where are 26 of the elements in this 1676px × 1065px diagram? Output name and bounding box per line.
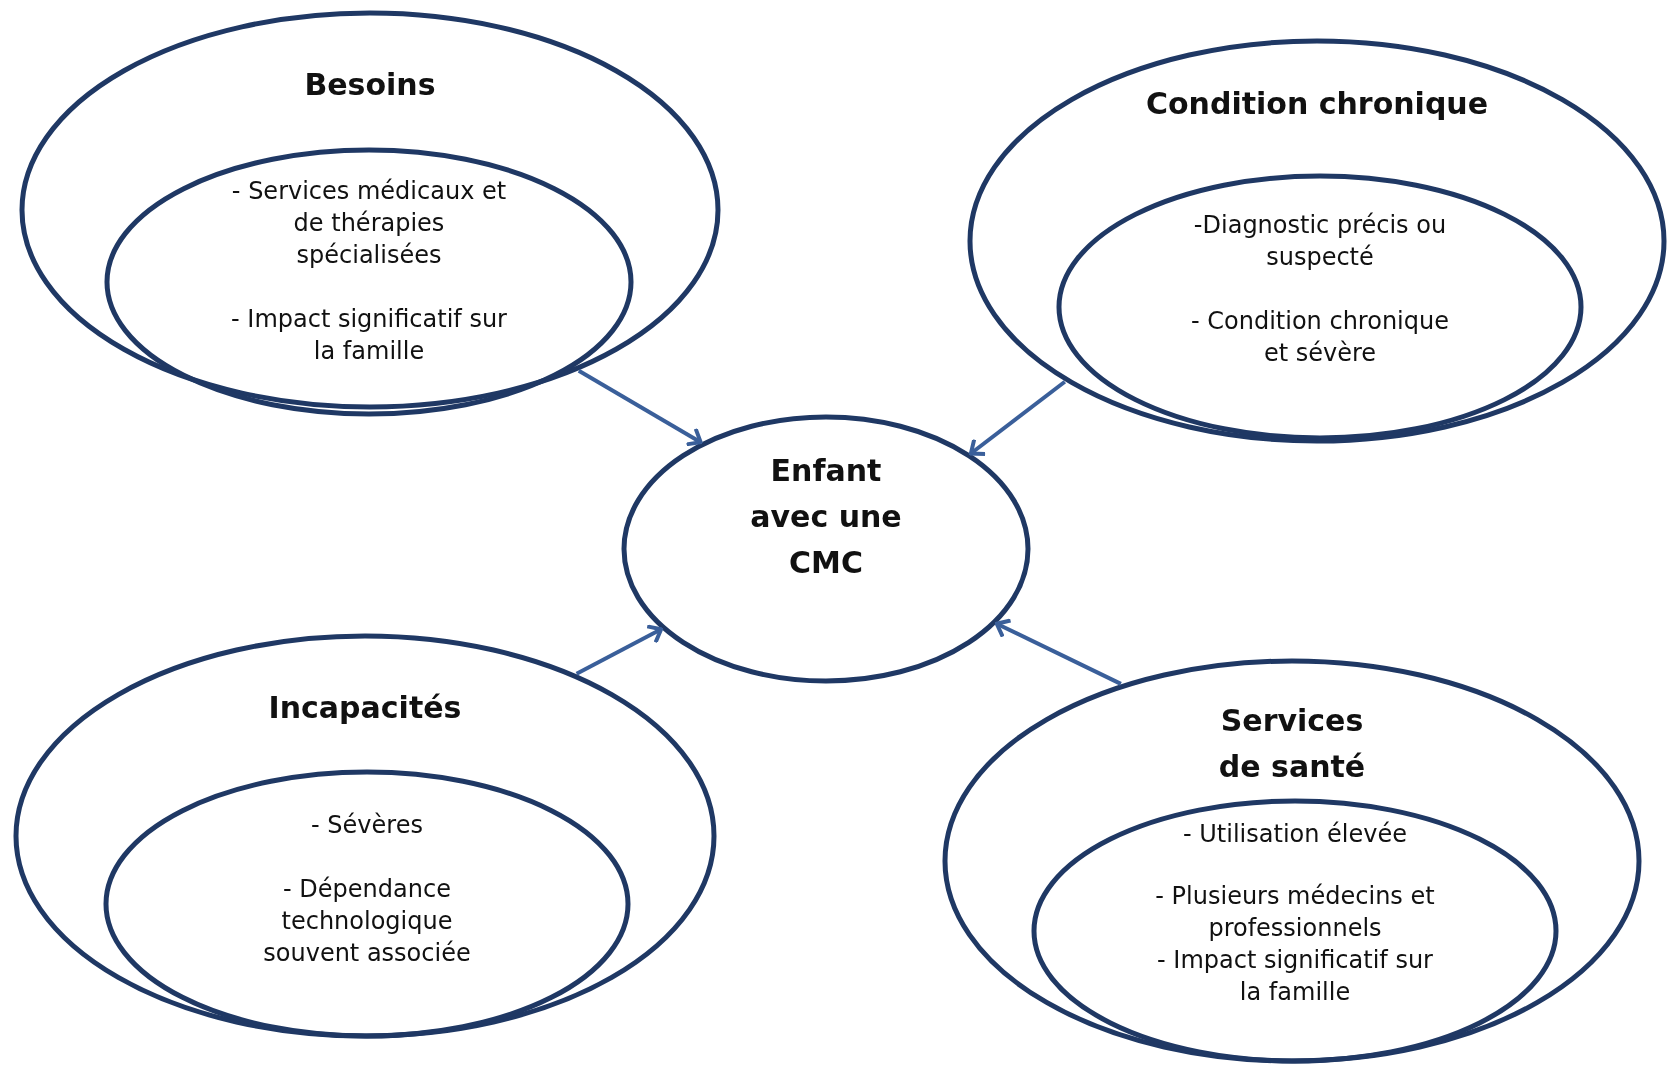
ellipse-node (13, 633, 717, 1039)
arrow (575, 624, 664, 676)
heading-text: Incapacités (267, 689, 463, 727)
inner-ellipse (1031, 798, 1559, 1064)
inner-ellipse (104, 147, 634, 417)
arrow (994, 618, 1122, 686)
arrow (968, 380, 1067, 456)
bullet-text: - Condition chronique et sévère (1190, 306, 1450, 369)
center-circle (621, 414, 1031, 684)
bullet-text: - Dépendance technologique souvent associée (262, 874, 472, 969)
arrow (577, 369, 703, 447)
inner-ellipse (1056, 173, 1584, 441)
heading-text: Services de santé (1217, 702, 1367, 786)
inner-ellipse (103, 769, 631, 1039)
heading-text: Enfant avec une CMC (749, 452, 903, 582)
bullet-text: -Diagnostic précis ou suspecté (1192, 210, 1448, 273)
bullet-text: - Impact significatif sur la famille (230, 304, 508, 367)
ellipse-node (942, 658, 1642, 1064)
heading-text: Besoins (303, 66, 437, 104)
bullet-text: - Services médicaux et de thérapies spécialisées (230, 176, 508, 271)
bullet-text: - Impact significatif sur la famille (1156, 945, 1434, 1008)
bullet-text: - Utilisation élevée (1182, 819, 1408, 850)
bullet-text: - Plusieurs médecins et professionnels (1154, 881, 1436, 944)
ellipse-node (967, 38, 1667, 444)
heading-text: Condition chronique (1144, 85, 1490, 123)
bullet-text: - Sévères (310, 810, 424, 841)
